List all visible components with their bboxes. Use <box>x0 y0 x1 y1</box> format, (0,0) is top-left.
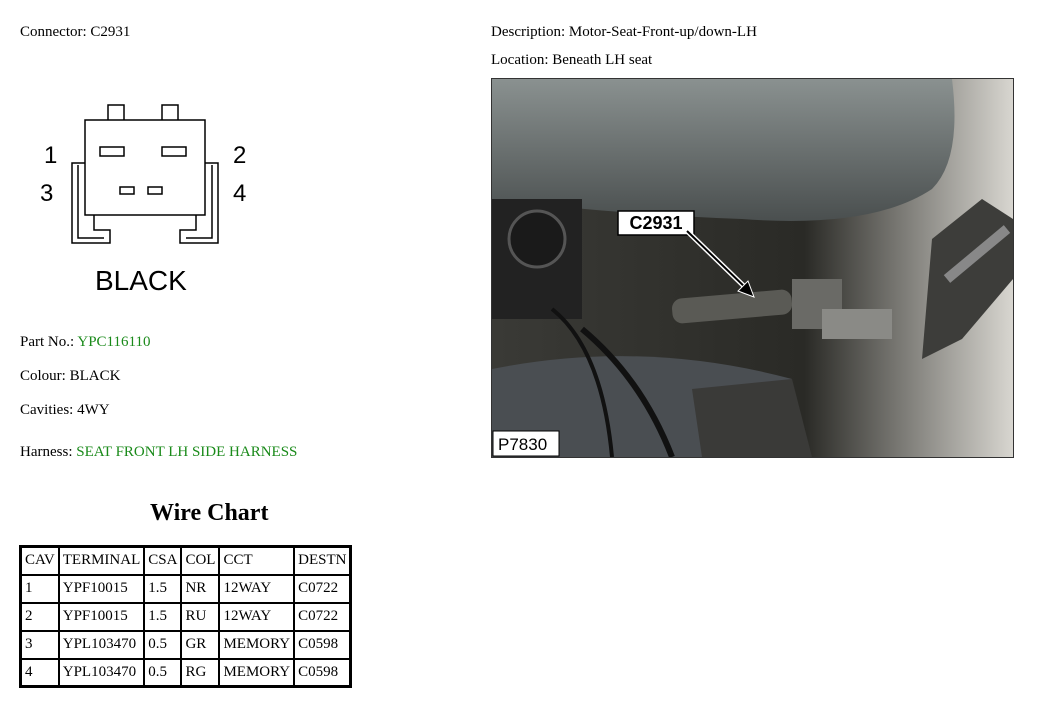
header-destn: DESTN <box>293 545 352 576</box>
cell-col: NR <box>180 573 221 604</box>
cell-col: RU <box>180 601 221 632</box>
harness-line: Harness: SEAT FRONT LH SIDE HARNESS <box>20 444 297 461</box>
wire-chart-table: CAV TERMINAL CSA COL CCT DESTN 1 YPF1001… <box>19 545 353 688</box>
part-no-link[interactable]: YPC116110 <box>77 334 151 350</box>
cell-cct: 12WAY <box>218 601 296 632</box>
header-csa: CSA <box>143 545 183 576</box>
colour-line: Colour: BLACK <box>20 368 120 385</box>
cell-csa: 1.5 <box>143 601 183 632</box>
cell-terminal: YPF10015 <box>57 573 146 604</box>
part-no-label: Part No.: <box>20 334 75 350</box>
cell-csa: 0.5 <box>143 629 183 660</box>
connector-line: Connector: C2931 <box>20 24 130 41</box>
photo-ref-label: P7830 <box>498 435 547 454</box>
cavities-value: 4WY <box>77 402 110 418</box>
table-header-row: CAV TERMINAL CSA COL CCT DESTN <box>19 545 352 576</box>
location-value: Beneath LH seat <box>552 52 653 68</box>
location-photo: C2931 P7830 <box>491 78 1014 458</box>
cell-terminal: YPF10015 <box>57 601 146 632</box>
cell-terminal: YPL103470 <box>57 657 146 688</box>
cell-cav: 1 <box>19 573 60 604</box>
cell-cct: MEMORY <box>218 629 296 660</box>
cell-csa: 0.5 <box>143 657 183 688</box>
connector-value: C2931 <box>90 24 131 40</box>
location-label: Location: <box>491 52 549 68</box>
colour-label: Colour: <box>20 368 66 384</box>
harness-link[interactable]: SEAT FRONT LH SIDE HARNESS <box>76 444 298 460</box>
cell-destn: C0598 <box>293 657 352 688</box>
cell-destn: C0722 <box>293 601 352 632</box>
cell-terminal: YPL103470 <box>57 629 146 660</box>
colour-value: BLACK <box>69 368 121 384</box>
cavities-line: Cavities: 4WY <box>20 402 110 419</box>
harness-label: Harness: <box>20 444 73 460</box>
cell-destn: C0722 <box>293 573 352 604</box>
pin-3-label: 3 <box>40 180 53 207</box>
connector-face-diagram: 1 2 3 4 BLACK <box>40 104 246 296</box>
cell-cav: 2 <box>19 601 60 632</box>
description-value: Motor-Seat-Front-up/down-LH <box>568 24 757 40</box>
location-line: Location: Beneath LH seat <box>491 52 652 69</box>
diagram-colour-label: BLACK <box>95 265 187 296</box>
description-label: Description: <box>491 24 566 40</box>
cavities-label: Cavities: <box>20 402 74 418</box>
table-row: 4 YPL103470 0.5 RG MEMORY C0598 <box>19 657 352 688</box>
pin-2-label: 2 <box>233 142 246 169</box>
header-cct: CCT <box>218 545 296 576</box>
table-row: 3 YPL103470 0.5 GR MEMORY C0598 <box>19 629 352 660</box>
table-row: 2 YPF10015 1.5 RU 12WAY C0722 <box>19 601 352 632</box>
cell-csa: 1.5 <box>143 573 183 604</box>
description-line: Description: Motor-Seat-Front-up/down-LH <box>491 24 757 41</box>
part-no-line: Part No.: YPC116110 <box>20 334 150 351</box>
cell-cct: 12WAY <box>218 573 296 604</box>
connector-label: Connector: <box>20 24 87 40</box>
table-row: 1 YPF10015 1.5 NR 12WAY C0722 <box>19 573 352 604</box>
header-cav: CAV <box>19 545 60 576</box>
cell-col: RG <box>180 657 221 688</box>
pin-1-label: 1 <box>44 142 57 169</box>
cell-destn: C0598 <box>293 629 352 660</box>
cell-cav: 3 <box>19 629 60 660</box>
cell-col: GR <box>180 629 221 660</box>
header-terminal: TERMINAL <box>57 545 146 576</box>
photo-callout-label: C2931 <box>629 213 682 233</box>
cell-cct: MEMORY <box>218 657 296 688</box>
wire-chart-title: Wire Chart <box>150 500 269 526</box>
cell-cav: 4 <box>19 657 60 688</box>
pin-4-label: 4 <box>233 180 246 207</box>
header-col: COL <box>180 545 221 576</box>
